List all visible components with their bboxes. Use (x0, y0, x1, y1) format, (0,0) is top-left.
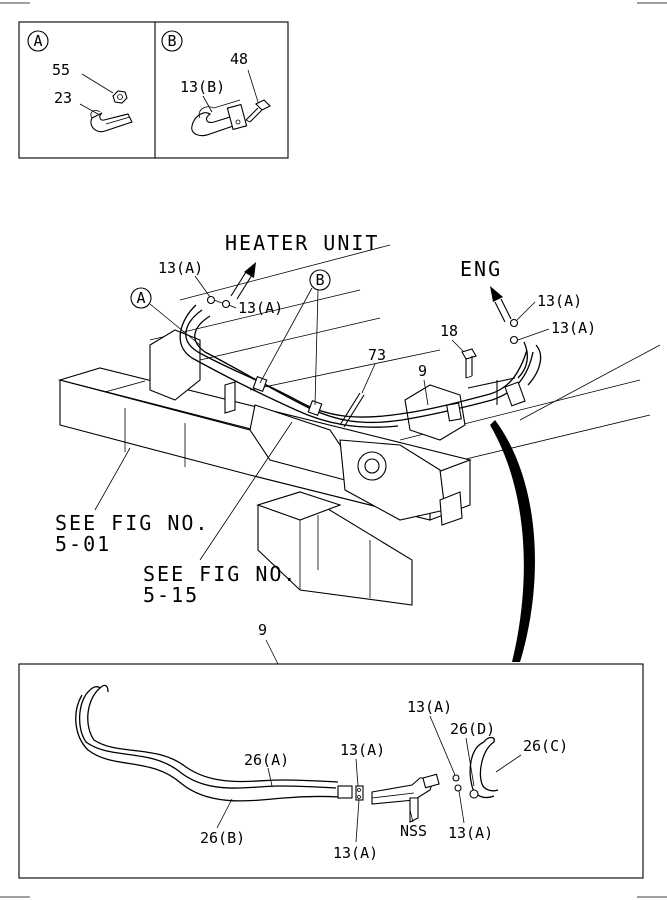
eng-arrow (490, 286, 512, 323)
see-fig-2-line1: SEE FIG NO. (143, 562, 297, 586)
frame-side-member (256, 491, 413, 606)
tie-73-part (339, 392, 365, 428)
inset-a: A 55 23 (27, 30, 133, 133)
detail-leader (490, 420, 535, 662)
pipe-clamps (252, 375, 526, 422)
see-fig-2-line2: 5-15 (143, 583, 199, 607)
hose-26d-label: 26(D) (450, 720, 495, 738)
label-48: 48 (230, 50, 248, 68)
inset-b-marker: B (167, 32, 176, 50)
inset-box (18, 21, 289, 159)
inset-a-marker: A (33, 32, 42, 50)
detail-nss-bracket (371, 773, 440, 823)
detail-box: 9 (18, 621, 644, 879)
detail-clips-right (452, 774, 462, 792)
bolt-18-part (461, 348, 477, 379)
marker-b-main-circle (309, 269, 331, 291)
clip-heater-right-label: 13(A) (238, 299, 283, 317)
marker-a-circle (27, 30, 49, 52)
hose-26b-label: 26(B) (200, 829, 245, 847)
marker-b-main: B (315, 271, 324, 289)
clip-eng-bottom-label: 13(A) (551, 319, 596, 337)
clip-heater-left-label: 13(A) (158, 259, 203, 277)
label-55: 55 (52, 61, 70, 79)
nss-label: NSS (400, 822, 427, 840)
nut-part (112, 90, 128, 104)
clip-13b-part (191, 99, 248, 137)
eng-label: ENG (460, 257, 502, 281)
hose-26a-label: 26(A) (244, 751, 289, 769)
clip-right-bottom-label: 13(A) (448, 824, 493, 842)
clip-left-bottom-label: 13(A) (333, 844, 378, 862)
bolt-48-part (245, 99, 271, 123)
clip-23-part (90, 110, 133, 133)
marker-b-circle (161, 30, 183, 52)
heater-unit-label: HEATER UNIT (225, 231, 379, 255)
main-assembly: HEATER UNIT ENG 13(A) 13(A) 13(A) 13(A) … (55, 231, 661, 662)
axle-bracket (149, 329, 466, 526)
clip-left-top-label: 13(A) (340, 741, 385, 759)
see-fig-1-line2: 5-01 (55, 532, 111, 556)
marker-a-main-circle (130, 287, 152, 309)
heater-unit-arrow (230, 262, 256, 300)
detail-short-hose (469, 736, 499, 799)
clip-right-top-label: 13(A) (407, 698, 452, 716)
inset-b: B 48 13(B) (161, 30, 271, 137)
detail-hoses (75, 684, 353, 802)
tie-73-label: 73 (368, 346, 386, 364)
detail-clips-left (355, 785, 364, 801)
label-13b: 13(B) (180, 78, 225, 96)
clip-eng-top-label: 13(A) (537, 292, 582, 310)
hose-26c-label: 26(C) (523, 737, 568, 755)
marker-a-main: A (136, 289, 145, 307)
heater-clips (206, 295, 231, 309)
label-23: 23 (54, 89, 72, 107)
heater-pipes (179, 304, 542, 428)
bolt-18-label: 18 (440, 322, 458, 340)
pipe-assy-9-label: 9 (418, 362, 427, 380)
eng-clips (509, 318, 519, 345)
detail-title: 9 (258, 621, 267, 639)
see-fig-1-line1: SEE FIG NO. (55, 511, 209, 535)
